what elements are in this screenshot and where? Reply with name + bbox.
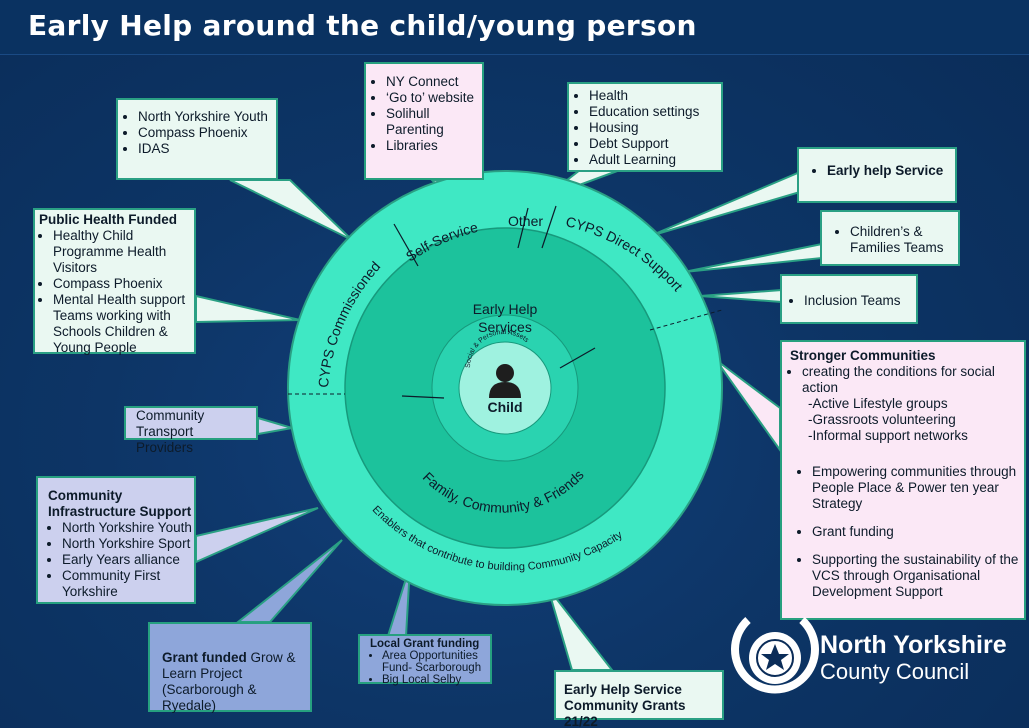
callout-line: Early Help Service <box>564 682 682 697</box>
callout-local-grant: Local Grant funding Area Opportunities F… <box>358 634 492 686</box>
list-item: Education settings <box>589 104 719 120</box>
callout-heading: Grant funded <box>162 650 247 665</box>
callout-community-grants: Early Help Service Community Grants 21/2… <box>554 670 724 728</box>
tail-transport <box>257 416 293 436</box>
list-item: North Yorkshire Youth <box>62 520 192 536</box>
callout-text: Grow & Learn Project (Scarborough & Ryed… <box>162 650 296 713</box>
list-item: North Yorkshire Youth <box>138 109 272 125</box>
tail-early-help <box>649 170 801 237</box>
callout-other: Health Education settings Housing Debt S… <box>567 82 723 172</box>
tail-stronger <box>715 359 781 454</box>
title-bar: Early Help around the child/young person <box>0 0 1029 55</box>
list-item: Early Years alliance <box>62 552 192 568</box>
callout-heading: Public Health Funded <box>39 212 178 227</box>
callout-infrastructure: Community Infrastructure Support North Y… <box>36 476 196 604</box>
callout-childrens-families: Children’s & Families Teams <box>820 210 960 266</box>
list-item: Housing <box>589 120 719 136</box>
list-item: Mental Health support Teams working with… <box>53 292 192 356</box>
callout-grant-funded: Grant funded Grow & Learn Project (Scarb… <box>148 622 312 713</box>
list-item: creating the conditions for social actio… <box>802 364 1024 396</box>
list-item: Big Local Selby <box>382 674 488 686</box>
sub-item: -Active Lifestyle groups <box>808 396 948 411</box>
logo-line-2: County Council <box>820 659 970 684</box>
list-item: North Yorkshire Sport <box>62 536 192 552</box>
sub-item: -Informal support networks <box>808 428 968 443</box>
tail-community-grants <box>547 587 615 671</box>
list-item: NY Connect <box>386 74 480 90</box>
list-item: Health <box>589 88 719 104</box>
page-title: Early Help around the child/young person <box>28 9 697 42</box>
services-label: Services <box>478 319 532 335</box>
callout-early-help-service: Early help Service <box>797 147 957 203</box>
callout-self-service: NY Connect ‘Go to’ website Solihull Pare… <box>364 62 484 180</box>
person-icon <box>489 364 521 398</box>
early-help-label: Early Help <box>473 301 538 317</box>
callout-line: Community Grants 21/22 <box>564 698 686 728</box>
callout-line: Community <box>136 408 205 423</box>
list-item: Empowering communities through People Pl… <box>812 464 1024 512</box>
logo-line-1: North Yorkshire <box>820 631 1007 659</box>
child-label: Child <box>488 399 523 415</box>
list-item: Early help Service <box>827 163 947 179</box>
callout-heading: Stronger Communities <box>790 348 936 363</box>
tail-infrastructure <box>195 507 319 564</box>
divider-line <box>401 395 445 399</box>
divider-line <box>559 347 596 369</box>
list-item: IDAS <box>138 141 272 157</box>
list-item: Compass Phoenix <box>53 276 192 292</box>
list-item: Supporting the sustainability of the VCS… <box>812 552 1024 600</box>
list-item: Community First Yorkshire <box>62 568 192 600</box>
callout-heading: Local Grant funding <box>370 638 480 650</box>
list-item: Grant funding <box>812 524 1024 540</box>
tail-public-health <box>195 294 301 324</box>
list-item: Adult Learning <box>589 152 719 168</box>
list-item: Compass Phoenix <box>138 125 272 141</box>
list-item: Inclusion Teams <box>804 293 912 309</box>
list-item: Children’s & Families Teams <box>850 224 954 256</box>
callout-heading: Community Infrastructure Support <box>48 488 192 519</box>
tail-grant-funded <box>235 539 343 623</box>
list-item: Healthy Child Programme Health Visitors <box>53 228 192 276</box>
tail-inclusion <box>699 288 783 304</box>
dashed-divider <box>649 309 723 331</box>
callout-public-health: Public Health Funded Healthy Child Progr… <box>33 208 196 356</box>
divider-line <box>541 205 557 249</box>
callout-line: Transport Providers <box>136 424 194 455</box>
divider-line <box>517 207 529 249</box>
list-item: ‘Go to’ website <box>386 90 480 106</box>
list-item: Libraries <box>386 138 480 154</box>
callout-commissioned-top: North Yorkshire Youth Compass Phoenix ID… <box>116 98 278 180</box>
list-item: Solihull Parenting <box>386 106 480 138</box>
council-crest-icon <box>731 617 819 694</box>
tail-commissioned-top <box>229 179 353 241</box>
list-item: Area Opportunities Fund- Scarborough <box>382 650 488 674</box>
list-item: Debt Support <box>589 136 719 152</box>
callout-transport: Community Transport Providers <box>124 406 258 455</box>
callout-inclusion: Inclusion Teams <box>780 274 918 324</box>
divider-line <box>393 223 419 267</box>
callout-stronger-communities: Stronger Communities creating the condit… <box>780 340 1026 620</box>
sub-item: -Grassroots volunteering <box>808 412 956 427</box>
tail-childrens <box>683 242 823 273</box>
segment-label-other: Other <box>508 213 543 229</box>
